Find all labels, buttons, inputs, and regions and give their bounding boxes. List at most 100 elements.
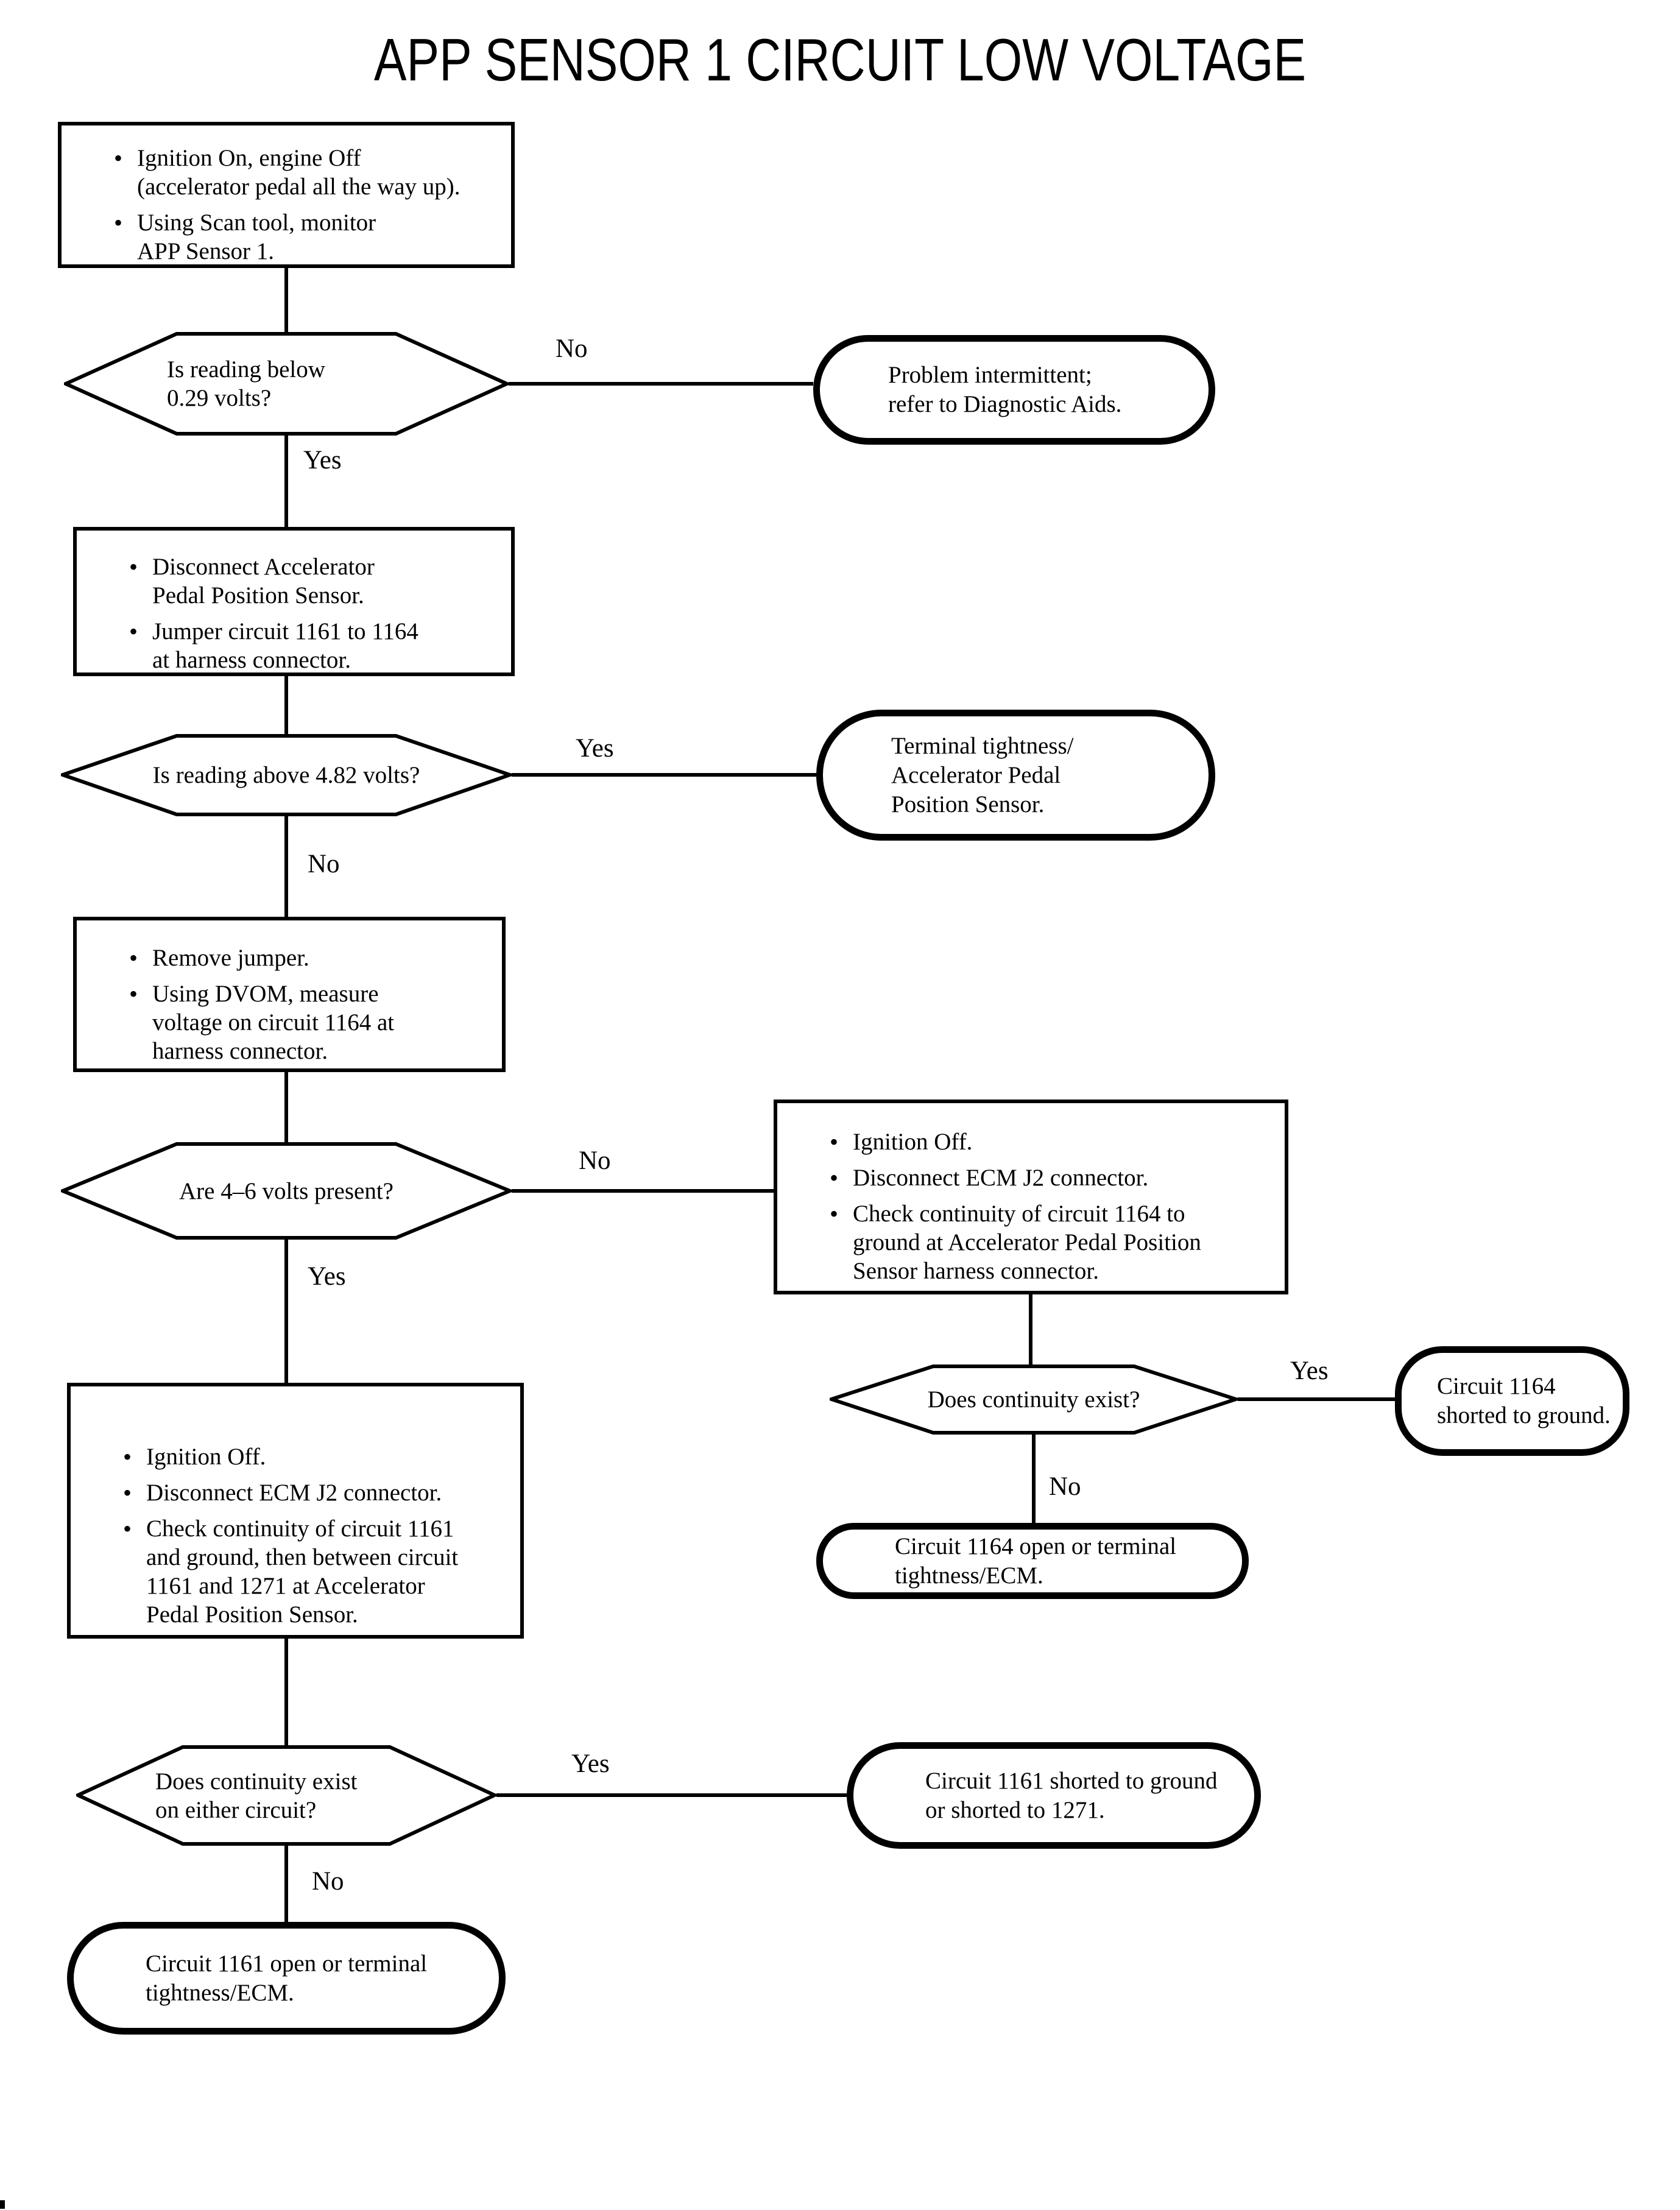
terminator-circuit-1161-open: Circuit 1161 open or terminal tightness/… bbox=[67, 1922, 506, 2035]
decision-text: on either circuit? bbox=[155, 1796, 317, 1823]
page-title: APP SENSOR 1 CIRCUIT LOW VOLTAGE bbox=[373, 26, 1307, 93]
bullet-text: Pedal Position Sensor. bbox=[146, 1601, 358, 1628]
bullet-text: Disconnect ECM J2 connector. bbox=[146, 1480, 442, 1506]
bullet-text: Ignition On, engine Off bbox=[137, 145, 361, 171]
bullet-glyph: • bbox=[122, 1479, 132, 1506]
bullet-text: 1161 and 1271 at Accelerator bbox=[146, 1573, 425, 1599]
bullet-text: Jumper circuit 1161 to 1164 bbox=[152, 618, 418, 644]
bullet-item: • Ignition Off. bbox=[108, 1442, 514, 1471]
terminator-terminal-tightness-app-sensor: Terminal tightness/ Accelerator Pedal Po… bbox=[816, 710, 1215, 841]
terminator-circuit-1161-shorted: Circuit 1161 shorted to ground or shorte… bbox=[847, 1742, 1261, 1849]
decision-is-reading-below-029-volts: Is reading below 0.29 volts? bbox=[64, 332, 509, 436]
edge-label-no: No bbox=[556, 334, 588, 363]
terminator-text: Circuit 1164 open or terminal bbox=[895, 1533, 1177, 1559]
bullet-item: • Disconnect ECM J2 connector. bbox=[108, 1478, 514, 1507]
bullet-text: voltage on circuit 1164 at bbox=[152, 1009, 395, 1036]
bullet-glyph: • bbox=[113, 209, 122, 236]
connector-line bbox=[284, 815, 288, 917]
bullet-item: • Disconnect ECM J2 connector. bbox=[815, 1163, 1279, 1192]
edge-label-yes: Yes bbox=[571, 1749, 610, 1778]
bullet-glyph: • bbox=[129, 980, 138, 1008]
connector-line bbox=[284, 676, 288, 734]
connector-line bbox=[284, 268, 288, 332]
edge-label-no: No bbox=[1049, 1472, 1081, 1501]
terminator-text: Position Sensor. bbox=[891, 791, 1045, 817]
terminator-text: or shorted to 1271. bbox=[925, 1796, 1105, 1823]
bullet-text: (accelerator pedal all the way up). bbox=[137, 174, 461, 200]
bullet-glyph: • bbox=[122, 1443, 132, 1470]
connector-line bbox=[1032, 1435, 1036, 1523]
connector-line bbox=[509, 382, 813, 386]
connector-line bbox=[284, 434, 288, 527]
terminator-text: tightness/ECM. bbox=[146, 1979, 294, 2006]
decision-text: Does continuity exist? bbox=[927, 1386, 1140, 1413]
process-check-continuity-circuit-1161: • Ignition Off. • Disconnect ECM J2 conn… bbox=[67, 1383, 524, 1639]
bullet-text: Ignition Off. bbox=[146, 1444, 266, 1470]
bullet-text: APP Sensor 1. bbox=[137, 238, 275, 264]
scan-artifact bbox=[0, 2200, 5, 2209]
bullet-text: Disconnect ECM J2 connector. bbox=[853, 1165, 1149, 1191]
hexagon-shape bbox=[64, 332, 509, 436]
process-remove-jumper-measure-voltage: • Remove jumper. • Using DVOM, measure v… bbox=[73, 917, 506, 1072]
hexagon-shape bbox=[61, 1142, 512, 1240]
connector-line bbox=[496, 1793, 847, 1797]
edge-label-yes: Yes bbox=[308, 1262, 346, 1291]
bullet-text: Sensor harness connector. bbox=[853, 1258, 1099, 1284]
bullet-glyph: • bbox=[829, 1128, 838, 1156]
hexagon-shape bbox=[61, 734, 512, 816]
bullet-text: Remove jumper. bbox=[152, 945, 309, 971]
bullet-item: • Check continuity of circuit 1164 to gr… bbox=[815, 1199, 1279, 1285]
bullet-text: Check continuity of circuit 1161 bbox=[146, 1516, 454, 1542]
terminator-text: shorted to ground. bbox=[1437, 1402, 1611, 1428]
bullet-item: • Ignition On, engine Off (accelerator p… bbox=[99, 144, 505, 201]
connector-line bbox=[284, 1072, 288, 1142]
bullet-text: and ground, then between circuit bbox=[146, 1544, 459, 1570]
connector-line bbox=[1238, 1397, 1395, 1401]
bullet-text: harness connector. bbox=[152, 1038, 328, 1064]
decision-does-continuity-exist: Does continuity exist? bbox=[830, 1364, 1238, 1435]
bullet-item: • Jumper circuit 1161 to 1164 at harness… bbox=[115, 617, 505, 674]
process-check-continuity-circuit-1164: • Ignition Off. • Disconnect ECM J2 conn… bbox=[774, 1100, 1288, 1294]
decision-text: Are 4–6 volts present? bbox=[179, 1177, 394, 1204]
bullet-glyph: • bbox=[129, 553, 138, 581]
bullet-text: Disconnect Accelerator bbox=[152, 554, 375, 580]
bullet-glyph: • bbox=[113, 144, 122, 172]
terminator-text: Circuit 1164 bbox=[1437, 1373, 1556, 1399]
bullet-glyph: • bbox=[829, 1164, 838, 1191]
edge-label-no: No bbox=[579, 1146, 611, 1175]
edge-label-yes: Yes bbox=[576, 734, 614, 763]
hexagon-shape bbox=[76, 1745, 496, 1846]
decision-text: Is reading below bbox=[167, 356, 325, 383]
bullet-item: • Using DVOM, measure voltage on circuit… bbox=[115, 980, 496, 1065]
bullet-item: • Using Scan tool, monitor APP Sensor 1. bbox=[99, 208, 505, 266]
terminator-text: Accelerator Pedal bbox=[891, 761, 1061, 788]
bullet-item: • Check continuity of circuit 1161 and g… bbox=[108, 1514, 514, 1629]
connector-line bbox=[284, 1240, 288, 1383]
connector-line bbox=[284, 1846, 288, 1922]
terminator-text: Circuit 1161 shorted to ground bbox=[925, 1767, 1218, 1794]
decision-does-continuity-exist-either-circuit: Does continuity exist on either circuit? bbox=[76, 1745, 496, 1846]
decision-are-4-6-volts-present: Are 4–6 volts present? bbox=[61, 1142, 512, 1240]
bullet-item: • Disconnect Accelerator Pedal Position … bbox=[115, 552, 505, 610]
terminator-text: Circuit 1161 open or terminal bbox=[146, 1950, 428, 1977]
bullet-text: ground at Accelerator Pedal Position bbox=[853, 1229, 1201, 1255]
terminator-text: tightness/ECM. bbox=[895, 1562, 1043, 1589]
bullet-glyph: • bbox=[829, 1200, 838, 1227]
terminator-circuit-1164-shorted-to-ground: Circuit 1164 shorted to ground. bbox=[1395, 1346, 1629, 1456]
decision-text: 0.29 volts? bbox=[167, 385, 272, 411]
decision-text: Does continuity exist bbox=[155, 1768, 358, 1795]
connector-line bbox=[512, 773, 816, 777]
connector-line bbox=[512, 1189, 774, 1193]
bullet-text: Ignition Off. bbox=[853, 1129, 973, 1155]
hexagon-shape bbox=[830, 1364, 1238, 1435]
terminator-text: Problem intermittent; bbox=[888, 362, 1092, 388]
terminator-problem-intermittent: Problem intermittent; refer to Diagnosti… bbox=[813, 335, 1215, 445]
bullet-glyph: • bbox=[129, 618, 138, 645]
terminator-circuit-1164-open: Circuit 1164 open or terminal tightness/… bbox=[816, 1523, 1249, 1599]
bullet-glyph: • bbox=[122, 1515, 132, 1542]
bullet-text: Check continuity of circuit 1164 to bbox=[853, 1201, 1185, 1227]
edge-label-no: No bbox=[308, 850, 340, 878]
edge-label-no: No bbox=[312, 1867, 344, 1896]
bullet-glyph: • bbox=[129, 944, 138, 972]
